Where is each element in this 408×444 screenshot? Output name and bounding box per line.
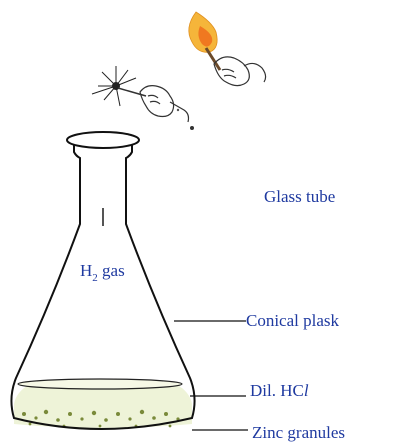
zinc-granules: [22, 409, 180, 428]
label-dil-hcl: Dil. HCl: [250, 381, 309, 400]
hand-icon: [139, 85, 190, 123]
dilute-hcl-liquid: [14, 384, 192, 428]
liquid-surface: [17, 378, 183, 390]
label-conical-flask: Conical plask: [246, 311, 340, 330]
hand-icon: [213, 56, 267, 87]
conical-flask: [10, 131, 196, 430]
label-h2-gas: H2 gas: [80, 261, 125, 284]
flask-mouth: [66, 131, 140, 149]
label-glass-tube: Glass tube: [264, 187, 335, 206]
burning-splinter-icon: [188, 11, 222, 71]
label-zinc-granules: Zinc granules: [252, 423, 345, 442]
sparking-match-icon: [91, 66, 147, 107]
